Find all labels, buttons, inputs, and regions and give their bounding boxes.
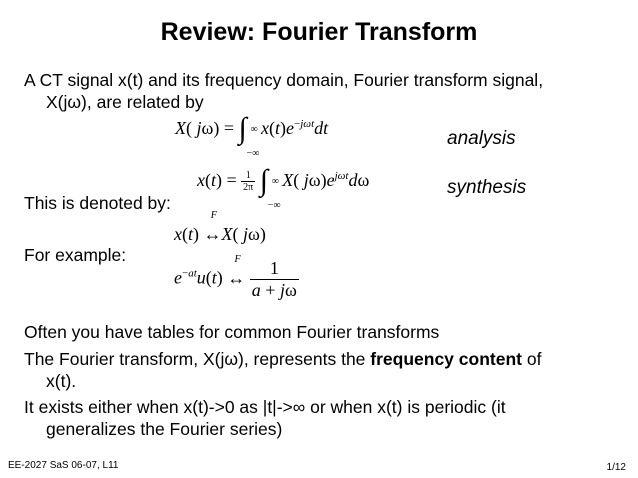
tables-line: Often you have tables for common Fourier…: [24, 322, 440, 342]
intro-line-2: X(jω), are related by: [46, 92, 204, 112]
frequency-content-post: of: [521, 349, 542, 369]
analysis-label: analysis: [447, 128, 516, 149]
exists-line-1: It exists either when x(t)->0 as |t|->∞ …: [24, 397, 506, 417]
frequency-content-line-2: x(t).: [46, 371, 77, 391]
footer-page-number: 1/12: [606, 462, 626, 473]
analysis-equation: X( jω) = ∫ ∞ −∞ x(t)e−jωtdt: [175, 112, 329, 160]
denoted-text: This is denoted by:: [24, 193, 171, 213]
footer-course: EE-2027 SaS 06-07, L11: [8, 460, 119, 471]
frequency-content-bold: frequency content: [370, 349, 522, 369]
example-text: For example:: [24, 245, 127, 265]
transform-pair-equation: x(t) F↔ X( jω): [174, 210, 266, 244]
frequency-content-pre: The Fourier transform, X(jω), represents…: [24, 349, 371, 369]
slide-title: Review: Fourier Transform: [160, 18, 478, 46]
intro-line-1: A CT signal x(t) and its frequency domai…: [24, 70, 544, 90]
frequency-content-line: The Fourier transform, X(jω), represents…: [24, 349, 541, 370]
synthesis-label: synthesis: [447, 177, 527, 198]
exists-line-2: generalizes the Fourier series): [46, 419, 283, 439]
